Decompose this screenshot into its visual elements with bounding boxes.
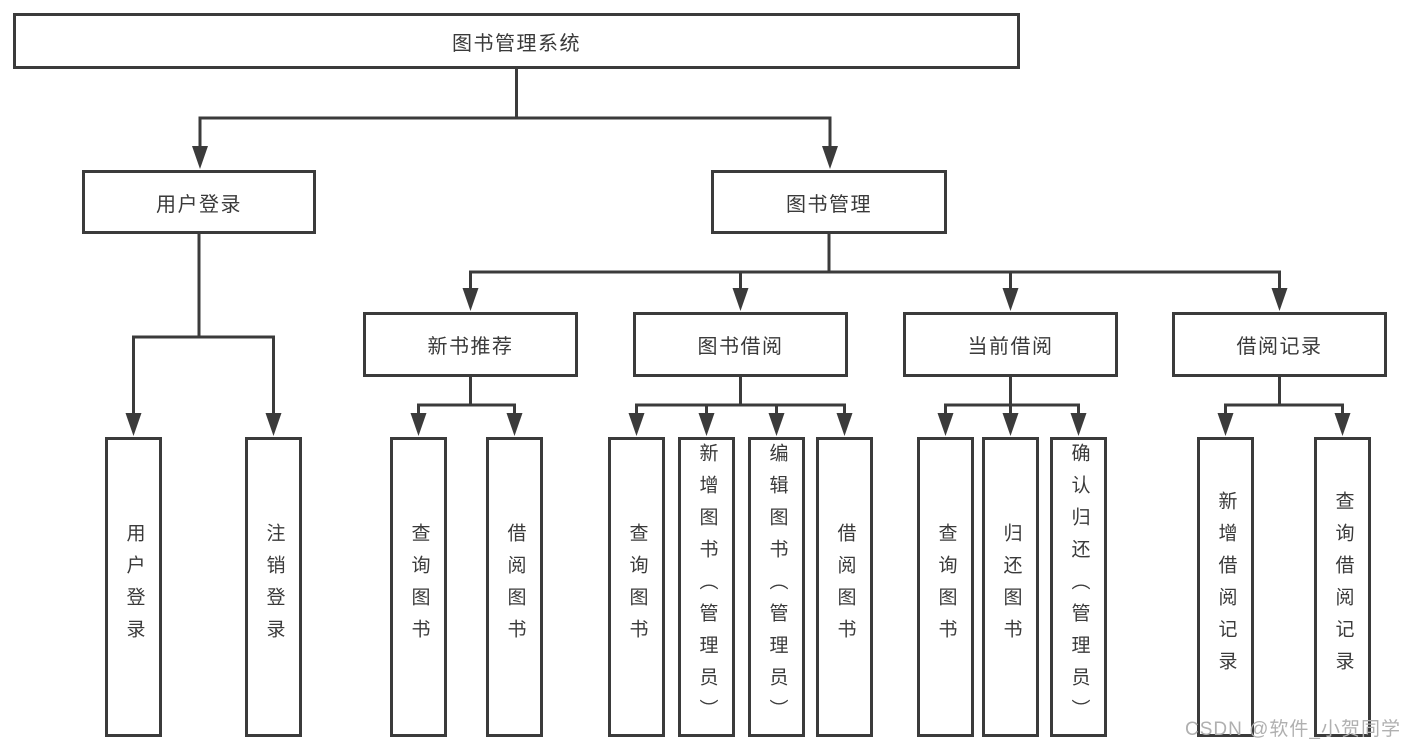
leaf-label: 注销登录 [263, 523, 285, 651]
leaf-label: 借阅图书 [504, 523, 526, 651]
leaf-edit-books-admin: 编辑图书（管理员） [748, 437, 805, 737]
leaf-query-books-borrowing: 查询图书 [608, 437, 665, 737]
leaf-label: 查询图书 [408, 523, 430, 651]
node-new-book-recommendation: 新书推荐 [363, 312, 578, 377]
leaf-borrow-books-recommend: 借阅图书 [486, 437, 543, 737]
leaf-label: 查询图书 [935, 523, 957, 651]
leaf-label: 查询借阅记录 [1332, 491, 1354, 683]
leaf-label: 归还图书 [1000, 523, 1022, 651]
leaf-borrow-books: 借阅图书 [816, 437, 873, 737]
leaf-label: 新增图书（管理员） [696, 443, 718, 731]
leaf-label: 确认归还（管理员） [1068, 443, 1090, 731]
node-label: 图书管理系统 [452, 32, 581, 55]
node-label: 图书借阅 [697, 336, 784, 358]
leaf-label: 查询图书 [626, 523, 648, 651]
leaf-add-books-admin: 新增图书（管理员） [678, 437, 735, 737]
node-library-management-system: 图书管理系统 [13, 13, 1020, 69]
leaf-return-books: 归还图书 [982, 437, 1039, 737]
leaf-add-borrow-record: 新增借阅记录 [1197, 437, 1254, 737]
leaf-label: 新增借阅记录 [1215, 491, 1237, 683]
leaf-query-books-recommend: 查询图书 [390, 437, 447, 737]
node-label: 用户登录 [156, 193, 242, 216]
node-book-management: 图书管理 [711, 170, 947, 234]
node-current-borrowing: 当前借阅 [903, 312, 1118, 377]
node-label: 借阅记录 [1236, 336, 1323, 358]
node-label: 图书管理 [786, 193, 872, 216]
node-book-borrowing: 图书借阅 [633, 312, 848, 377]
leaf-query-books-current: 查询图书 [917, 437, 974, 737]
node-borrowing-records: 借阅记录 [1172, 312, 1387, 377]
csdn-watermark: CSDN @软件_小贺同学 [1185, 719, 1401, 740]
leaf-label: 借阅图书 [834, 523, 856, 651]
leaf-query-borrow-record: 查询借阅记录 [1314, 437, 1371, 737]
leaf-user-login: 用户登录 [105, 437, 162, 737]
leaf-logout: 注销登录 [245, 437, 302, 737]
leaf-label: 编辑图书（管理员） [766, 443, 788, 731]
node-user-login: 用户登录 [82, 170, 316, 234]
node-label: 当前借阅 [967, 336, 1054, 358]
leaf-label: 用户登录 [123, 523, 145, 651]
node-label: 新书推荐 [427, 336, 514, 358]
leaf-confirm-return-admin: 确认归还（管理员） [1050, 437, 1107, 737]
